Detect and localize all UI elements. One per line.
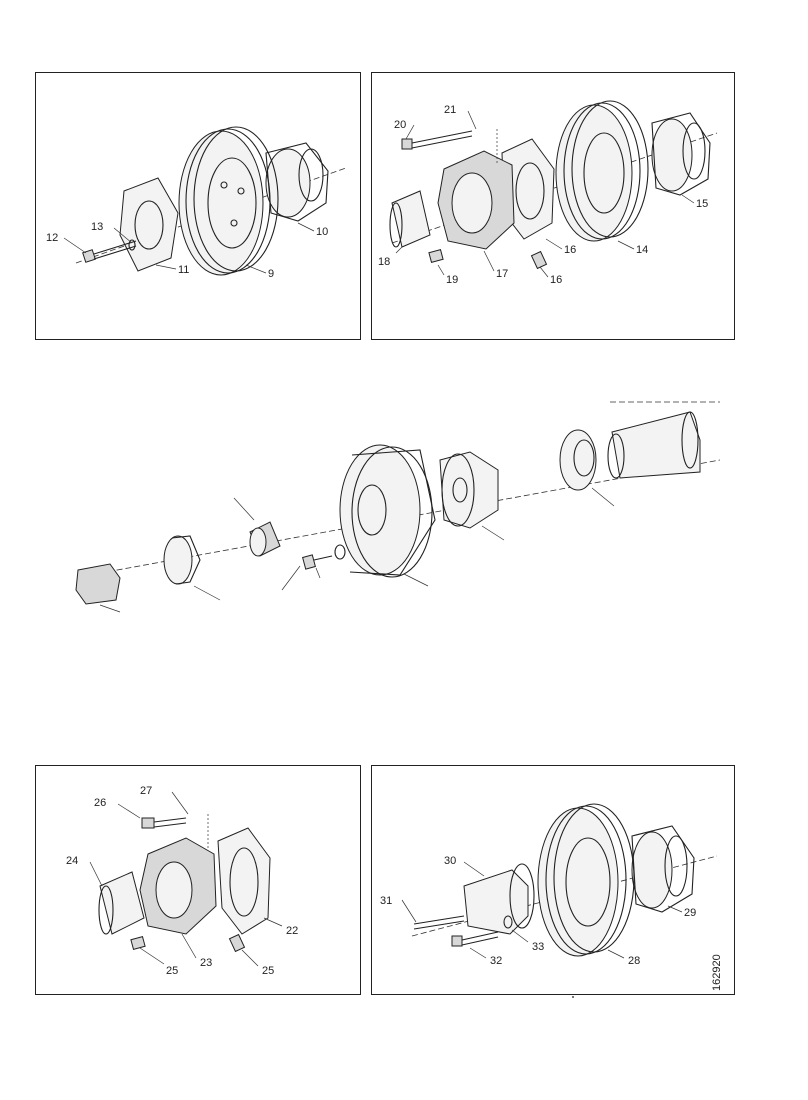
callout-label: 25	[262, 965, 274, 977]
callout-label: 15	[696, 198, 708, 210]
pulley-part	[178, 126, 279, 276]
callout-label: 9	[268, 268, 274, 280]
pulley-assembly-drawing-b: 20 21 18 19 17 16 16 14 15	[378, 100, 718, 286]
reference-number-text: 162920	[711, 954, 723, 991]
bolt-part	[228, 933, 246, 953]
pulley-hub-assembly-drawing: 30 31 32 33 28 29	[380, 803, 718, 967]
callout-label: 27	[140, 785, 152, 797]
bolt-part	[413, 915, 513, 947]
panel-top-left: 12 13 11 9 10	[35, 72, 361, 340]
pulley-part	[537, 803, 635, 957]
coupling-part	[139, 837, 217, 935]
callout-label: 23	[200, 957, 212, 969]
spacer-part	[249, 521, 281, 557]
shaft-end-part	[559, 411, 701, 491]
callout-label: 19	[446, 274, 458, 286]
bolt-part	[530, 250, 548, 270]
callout-label: 16	[564, 244, 576, 256]
hub-part	[265, 142, 329, 222]
callout-label: 13	[91, 221, 103, 233]
nut-part	[75, 563, 121, 605]
coupling-part	[437, 150, 515, 250]
callout-label: 30	[444, 855, 456, 867]
callout-label: 25	[166, 965, 178, 977]
hub-part	[631, 825, 695, 913]
stray-mark	[572, 996, 574, 998]
callout-label: 29	[684, 907, 696, 919]
bolt-part	[401, 130, 473, 150]
panel-bottom-left: 26 27 24 25 23 25 22	[35, 765, 361, 995]
coupling-assembly-drawing: 26 27 24 25 23 25 22	[66, 785, 298, 977]
callout-label: 28	[628, 955, 640, 967]
hub-part	[651, 112, 711, 196]
drawing-reference-number: 162920	[711, 954, 723, 991]
adapter-part	[463, 863, 535, 935]
callout-label: 17	[496, 268, 508, 280]
callout-label: 10	[316, 226, 328, 238]
callout-label: 18	[378, 256, 390, 268]
cap-part	[163, 535, 201, 585]
flange-plate-part	[119, 177, 179, 272]
callout-label: 16	[550, 274, 562, 286]
callout-label: 32	[490, 955, 502, 967]
bolt-part	[130, 936, 146, 950]
hub-part	[439, 451, 499, 529]
sleeve-part	[98, 871, 145, 935]
flange-part	[217, 827, 271, 935]
callout-label: 33	[532, 941, 544, 953]
callout-label: 14	[636, 244, 648, 256]
damper-disc-part	[339, 444, 436, 578]
callout-label: 26	[94, 797, 106, 809]
main-exploded-view	[0, 360, 808, 660]
callout-label: 31	[380, 895, 392, 907]
pulley-part	[555, 100, 649, 242]
sleeve-part	[389, 190, 431, 248]
bolt-part	[428, 249, 444, 263]
bolt-part	[302, 544, 346, 570]
callout-label: 21	[444, 104, 456, 116]
callout-label: 22	[286, 925, 298, 937]
damper-assembly-drawing	[75, 401, 721, 613]
panel-bottom-right: 30 31 32 33 28 29	[371, 765, 735, 995]
bolt-part	[141, 817, 187, 829]
callout-label: 20	[394, 119, 406, 131]
pulley-assembly-drawing-a: 12 13 11 9 10	[46, 126, 347, 280]
callout-label: 12	[46, 232, 58, 244]
callout-label: 11	[178, 264, 189, 276]
panel-top-right: 20 21 18 19 17 16 16 14 15	[371, 72, 735, 340]
callout-label: 24	[66, 855, 78, 867]
